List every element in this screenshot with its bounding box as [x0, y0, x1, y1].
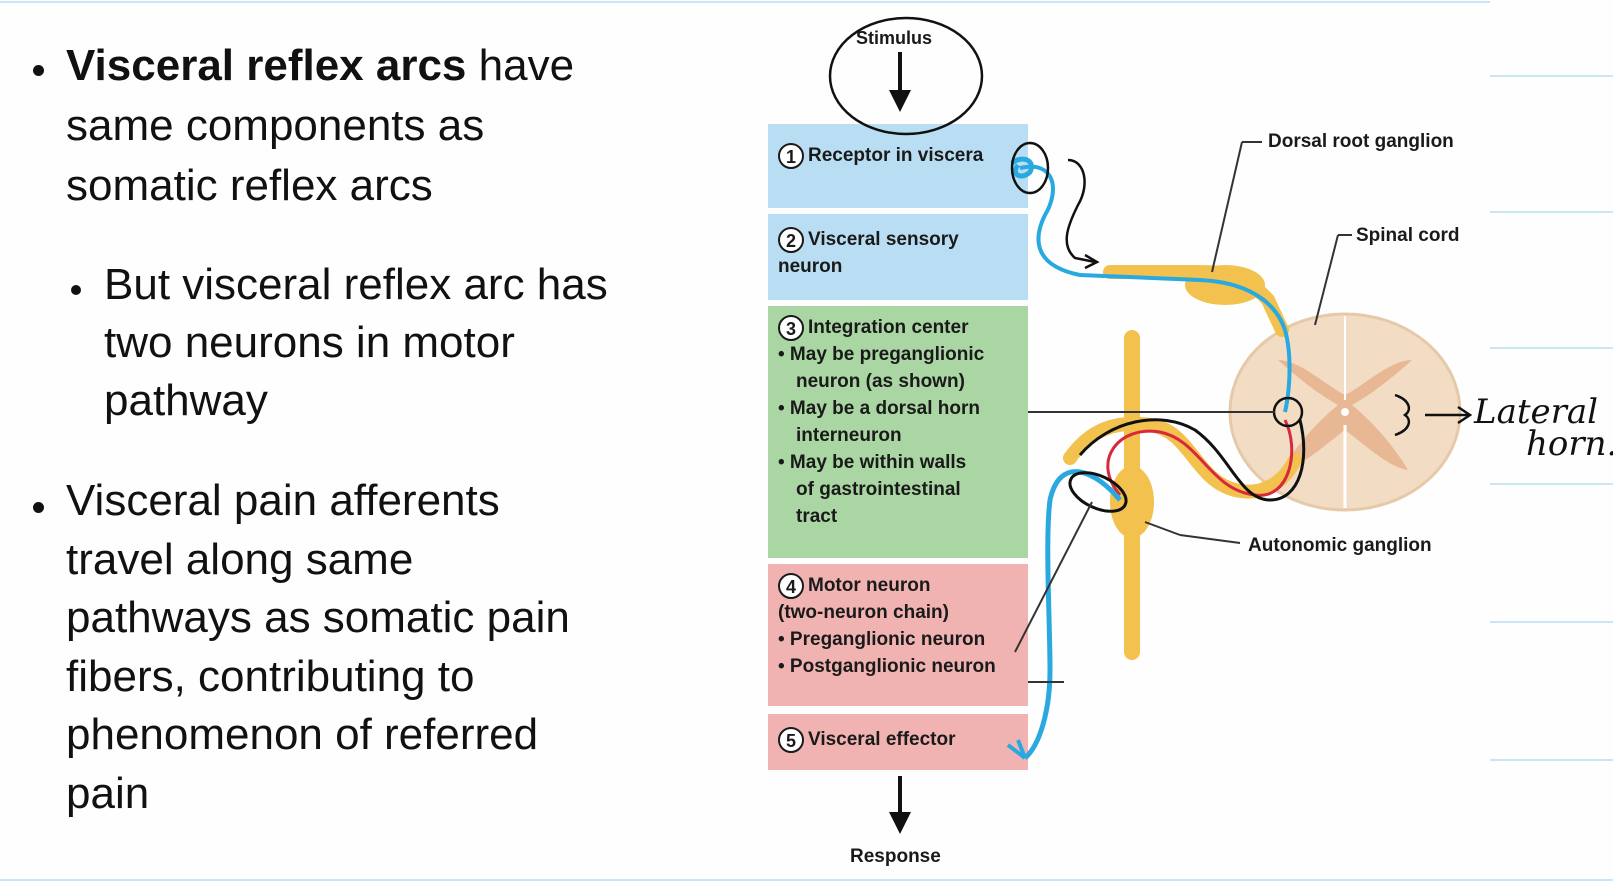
step-number: 4: [778, 572, 804, 599]
bullet-3-line2: travel along same: [66, 534, 414, 584]
bullet-1-rest: have: [466, 41, 575, 90]
autonomic-ganglion-label: Autonomic ganglion: [1248, 535, 1432, 556]
bullet-3-line5: phenomenon of referred: [66, 710, 539, 759]
bullet-1-line3: somatic reflex arcs: [66, 161, 433, 210]
step-text: Motor neuron: [808, 575, 931, 596]
step-text: • Preganglionic neuron: [778, 629, 986, 650]
step-text: tract: [796, 506, 838, 527]
stimulus-arrowhead: [889, 90, 911, 112]
bullet-dot: [33, 502, 44, 513]
step-text: • May be a dorsal horn: [778, 398, 980, 419]
lateral-horn-arrowhead-ink: [1457, 405, 1473, 425]
step-number: 5: [778, 726, 804, 753]
ganglion-loop-ink: [1068, 471, 1128, 513]
step-number: 3: [778, 314, 804, 341]
step-number: 2: [778, 226, 804, 253]
stimulus-circle-ink: [828, 16, 984, 136]
step-text: Visceral sensory: [808, 229, 959, 250]
step-text: Integration center: [808, 317, 969, 338]
response-label: Response: [850, 846, 941, 867]
bullet-3-line6: pain: [66, 768, 150, 818]
receptor-circle-ink: [1010, 141, 1050, 195]
bullet-2-line3: pathway: [104, 376, 268, 425]
bullet-1: Visceral reflex arcs have same component…: [66, 36, 686, 216]
handwritten-lateral: Lateral: [1474, 392, 1599, 432]
handwritten-horn: horn.: [1526, 424, 1613, 464]
bullet-dot: [71, 285, 81, 295]
receptor-ending: [1010, 156, 1034, 179]
step-number: 1: [778, 142, 804, 169]
step-text: neuron (as shown): [796, 371, 965, 392]
step-text: of gastrointestinal: [796, 479, 961, 500]
bullet-2: But visceral reflex arc has two neurons …: [104, 256, 704, 430]
drg-pointer: [1211, 141, 1243, 273]
bullet-3-line3: pathways as somatic pain: [66, 593, 570, 642]
autonomic-ganglion-pointer: [1144, 521, 1181, 536]
bullet-3: Visceral pain afferents travel along sam…: [66, 472, 686, 823]
step-text: interneuron: [796, 425, 902, 446]
postganglionic-path: [1023, 469, 1122, 760]
bullet-dot: [33, 65, 44, 76]
motor-loop-ink: [1078, 418, 1306, 502]
autonomic-ganglion-pointer-tail: [1179, 534, 1241, 544]
bracket-ink: [1065, 158, 1096, 264]
ventral-root-nerve: [1063, 416, 1302, 499]
bullet-1-bold: Visceral reflex arcs: [66, 41, 467, 90]
spinal-cord-pointer: [1314, 234, 1339, 326]
response-arrowhead: [889, 812, 911, 834]
bullet-2-line2: two neurons in motor: [104, 318, 515, 367]
bullet-3-line1: Visceral pain afferents: [66, 476, 500, 525]
step-text: • May be within walls: [778, 452, 967, 473]
bullet-3-line4: fibers, contributing to: [66, 651, 475, 701]
bracket-arrowhead-ink: [1084, 253, 1100, 270]
autonomic-ganglion: [1110, 466, 1154, 538]
spinal-cord-label: Spinal cord: [1356, 225, 1460, 246]
preganglionic-path: [1106, 419, 1294, 497]
sensory-path: [1019, 164, 1292, 413]
bullet-1-line2: same components as: [66, 101, 485, 150]
bullet-list: Visceral reflex arcs have same component…: [0, 0, 720, 883]
step-text: neuron: [778, 256, 843, 277]
effector-ending: [1006, 739, 1027, 760]
step-text: Visceral effector: [808, 729, 956, 750]
bullet-2-line1: But visceral reflex arc has: [104, 260, 608, 309]
step-text: • May be preganglionic: [778, 344, 985, 365]
stimulus-label: Stimulus: [856, 28, 933, 48]
step-text: Receptor in viscera: [808, 145, 984, 166]
dorsal-root-ganglion-label: Dorsal root ganglion: [1268, 131, 1454, 152]
preganglionic-pointer: [1014, 501, 1093, 653]
lateral-horn-bracket-ink: [1394, 393, 1411, 437]
step-text: (two-neuron chain): [778, 602, 949, 623]
step-text: • Postganglionic neuron: [778, 656, 996, 677]
